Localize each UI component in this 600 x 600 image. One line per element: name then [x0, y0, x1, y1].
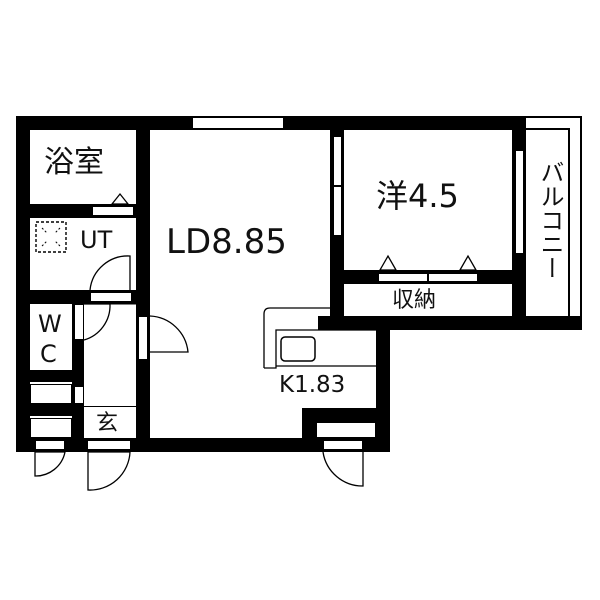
room-label-genkan: 玄	[96, 411, 119, 436]
window-ld-right-lower	[333, 186, 342, 236]
ut-door[interactable]	[90, 292, 132, 302]
room-label-ld: LD8.85	[166, 222, 287, 262]
wall-wc-bottom	[16, 370, 84, 382]
entrance-door[interactable]	[87, 440, 131, 450]
window-ld-top	[192, 117, 284, 129]
window-western-right	[515, 150, 524, 254]
wall-wet-area-right	[136, 116, 150, 452]
kitchen-exterior-door[interactable]	[323, 440, 363, 450]
wall-kitchen-notch-v	[302, 408, 316, 452]
storage-exterior-door[interactable]	[35, 440, 65, 450]
wall-left	[16, 116, 30, 452]
wc-door-jamb	[74, 304, 84, 340]
shelf-2	[30, 418, 72, 438]
kitchen-storage	[316, 422, 376, 438]
genkan-step	[84, 406, 136, 439]
sink-icon	[280, 336, 316, 362]
room-label-storage: 収納	[392, 288, 437, 313]
wall-storage-small	[16, 404, 84, 416]
balcony-inner	[526, 128, 570, 318]
room-label-bath: 浴室	[44, 145, 104, 180]
ld-door-jamb	[138, 316, 148, 360]
balcony-outline	[526, 116, 582, 326]
shelf-1	[30, 384, 72, 404]
vent-icon	[35, 221, 67, 253]
bath-door[interactable]	[92, 206, 134, 216]
door-marker-icon	[110, 192, 130, 205]
room-label-western: 洋4.5	[376, 177, 459, 215]
room-label-kitchen: K1.83	[279, 372, 346, 398]
room-label-ut: UT	[80, 226, 113, 254]
room-label-wc-w: W	[38, 310, 62, 338]
room-label-wc-c: C	[40, 340, 57, 368]
room-label-balcony: バルコニー	[536, 160, 564, 280]
wall-kitchen-notch	[302, 408, 390, 422]
window-ld-right-upper	[333, 136, 342, 186]
shelf-3	[74, 386, 84, 404]
